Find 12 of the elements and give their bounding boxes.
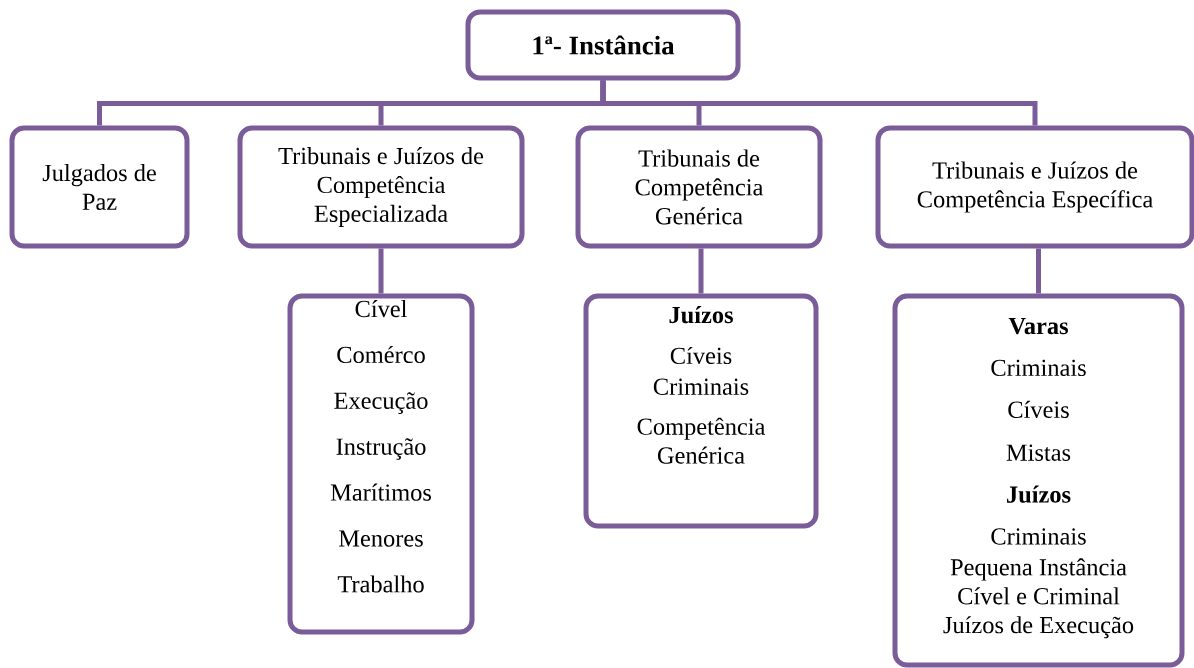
list-box: Juízos Cíveis Criminais Competência Genérica [583,293,819,529]
category-box: Tribunais e Juízos de Competência Especializada [237,125,525,249]
category-box: Julgados de Paz [9,125,190,249]
category-box: Tribunais de Competência Genérica [575,125,823,249]
connector-line [600,80,1038,126]
connector-line [1036,248,1041,294]
connector-line [378,248,384,294]
heading-box: 1ª- Instância [465,9,741,81]
list-box: Varas Criminais Cíveis Mistas Juízos Criminais Pequena Instância Cível e Criminal Juízos de Execução [892,293,1185,668]
list-box: Cível Comérco Execução Instrução Marítimos Menores Trabalho [287,293,475,635]
connector-line [698,248,704,294]
category-box: Tribunais e Juízos de Competência Específica [875,125,1194,249]
